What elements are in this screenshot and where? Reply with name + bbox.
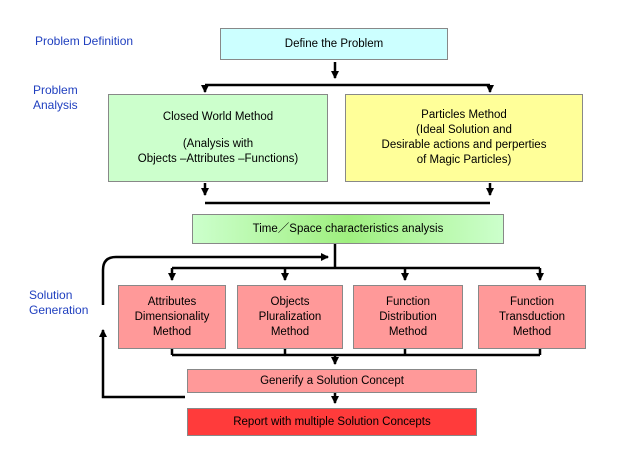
objects-pluralization-box: Objects Pluralization Method xyxy=(237,285,343,349)
label-solution-generation: Solution Generation xyxy=(29,288,89,317)
label-problem-definition: Problem Definition xyxy=(35,34,134,48)
closed-world-method-box: Closed World Method (Analysis with Objec… xyxy=(108,94,328,182)
generify-solution-box: Generify a Solution Concept xyxy=(187,369,477,393)
define-problem-box: Define the Problem xyxy=(220,28,448,60)
define-problem-text: Define the Problem xyxy=(284,37,384,50)
feedback-loop-top xyxy=(101,253,329,305)
report-solution-concepts-box: Report with multiple Solution Concepts xyxy=(187,408,477,436)
function-distribution-box: Function Distribution Method xyxy=(353,285,463,349)
attributes-dimensionality-box: Attributes Dimensionality Method xyxy=(118,285,226,349)
closed-world-title: Closed World Method xyxy=(162,110,274,123)
time-space-analysis-box: Time／Space characteristics analysis xyxy=(192,214,504,244)
particles-method-box: Particles Method (Ideal Solution and Des… xyxy=(345,94,583,182)
label-problem-analysis: Problem Analysis xyxy=(33,83,78,112)
function-transduction-box: Function Transduction Method xyxy=(478,285,586,349)
closed-world-detail: (Analysis with Objects –Attributes –Func… xyxy=(137,137,299,165)
feedback-loop-arrow xyxy=(99,329,185,399)
